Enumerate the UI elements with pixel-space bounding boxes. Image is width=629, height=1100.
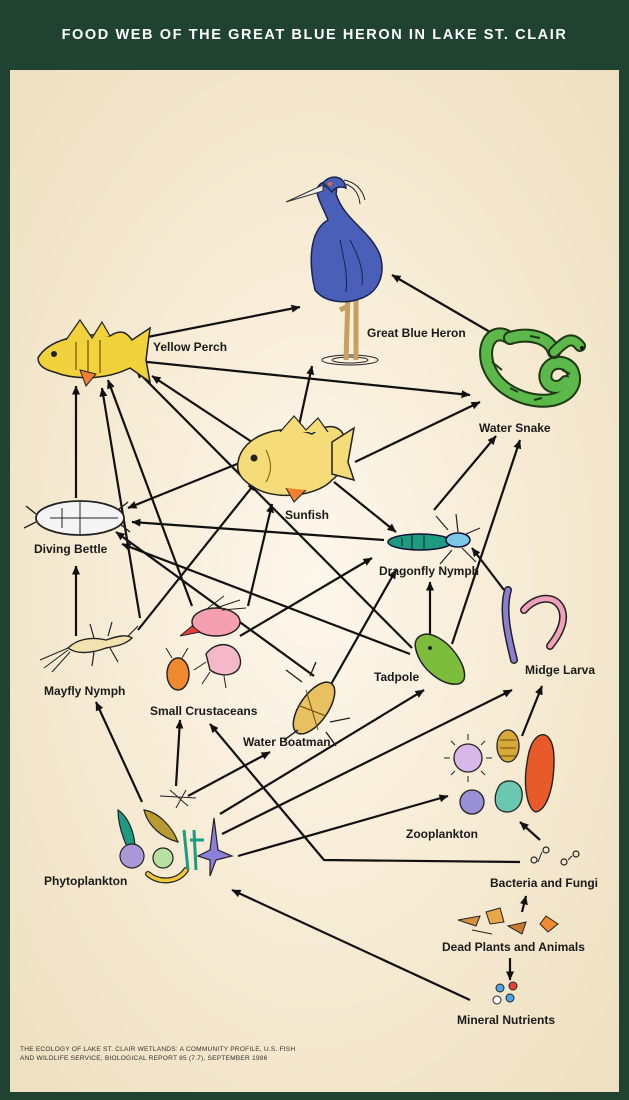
label-zooplankton: Zooplankton bbox=[406, 827, 478, 841]
arrow-sunfish-to-snake bbox=[355, 402, 480, 462]
arrow-dead-to-bacteria bbox=[522, 896, 526, 912]
arrow-bacteria-to-zooplankton bbox=[520, 822, 540, 840]
dragonfly-nymph-illustration bbox=[388, 514, 480, 564]
arrow-sunfish-to-heron bbox=[298, 366, 312, 430]
mayfly-nymph-illustration bbox=[40, 622, 138, 672]
label-mayfly-nymph: Mayfly Nymph bbox=[44, 684, 125, 698]
label-small-crustaceans: Small Crustaceans bbox=[150, 704, 258, 718]
arrow-phytoplankton-to-zooplankton bbox=[238, 796, 448, 856]
yellow-perch-illustration bbox=[38, 320, 150, 386]
arrow-mayfly-to-perch bbox=[102, 388, 140, 618]
food-web-arrows bbox=[76, 275, 542, 1000]
label-bacteria-fungi: Bacteria and Fungi bbox=[490, 876, 598, 890]
arrow-phytoplankton-to-mayfly bbox=[96, 702, 142, 802]
label-dragonfly-nymph: Dragonfly Nymph bbox=[379, 564, 479, 578]
arrow-perch-to-snake bbox=[128, 360, 470, 395]
label-mineral-nutrients: Mineral Nutrients bbox=[457, 1013, 555, 1027]
label-great-blue-heron: Great Blue Heron bbox=[367, 326, 466, 340]
phytoplankton-illustration bbox=[118, 790, 232, 880]
dead-plants-animals-illustration bbox=[458, 908, 558, 934]
arrow-crustaceans-to-sunfish bbox=[248, 504, 272, 606]
label-tadpole: Tadpole bbox=[374, 670, 419, 684]
arrow-dragonfly-to-beetle bbox=[132, 522, 384, 540]
label-phytoplankton: Phytoplankton bbox=[44, 874, 127, 888]
arrow-snake-to-heron bbox=[392, 275, 490, 332]
arrow-sunfish-to-beetle bbox=[128, 462, 242, 508]
label-diving-beetle: Diving Bettle bbox=[34, 542, 108, 556]
food-web-diagram: Great Blue Heron Yellow Perch Water Snak… bbox=[10, 70, 619, 1092]
label-dead-plants-animals: Dead Plants and Animals bbox=[442, 940, 585, 954]
arrow-tadpole-to-perch bbox=[136, 370, 412, 648]
source-credit: THE ECOLOGY OF LAKE ST. CLAIR WETLANDS: … bbox=[20, 1045, 440, 1063]
diagram-panel: Great Blue Heron Yellow Perch Water Snak… bbox=[10, 70, 619, 1092]
water-snake-illustration bbox=[486, 334, 584, 400]
arrow-sunfish-to-perch bbox=[152, 376, 252, 442]
diving-beetle-illustration bbox=[24, 501, 130, 535]
arrow-minerals-to-phytoplankton bbox=[232, 890, 470, 1000]
header-bar: FOOD WEB OF THE GREAT BLUE HERON IN LAKE… bbox=[0, 0, 629, 70]
label-water-boatman: Water Boatman bbox=[243, 735, 331, 749]
water-boatman-illustration bbox=[284, 662, 350, 746]
arrow-sunfish-to-dragonfly bbox=[334, 482, 396, 532]
midge-larva-illustration bbox=[506, 590, 564, 660]
zooplankton-illustration bbox=[444, 730, 554, 814]
label-water-snake: Water Snake bbox=[479, 421, 551, 435]
arrow-zooplankton-to-midge bbox=[522, 686, 542, 736]
tadpole-illustration bbox=[415, 634, 464, 684]
label-yellow-perch: Yellow Perch bbox=[153, 340, 227, 354]
credit-line-1: THE ECOLOGY OF LAKE ST. CLAIR WETLANDS: … bbox=[20, 1045, 440, 1054]
label-midge-larva: Midge Larva bbox=[525, 663, 595, 677]
arrow-phytoplankton-to-crustaceans bbox=[176, 720, 180, 786]
small-crustaceans-illustration bbox=[166, 596, 246, 690]
arrow-dragonfly-to-snake bbox=[434, 436, 496, 510]
credit-line-2: AND WILDLIFE SERVICE, BIOLOGICAL REPORT … bbox=[20, 1054, 440, 1063]
bacteria-fungi-illustration bbox=[531, 847, 579, 865]
poster-title: FOOD WEB OF THE GREAT BLUE HERON IN LAKE… bbox=[62, 27, 568, 43]
mineral-nutrients-illustration bbox=[493, 982, 517, 1004]
label-sunfish: Sunfish bbox=[285, 508, 329, 522]
arrow-phytoplankton-to-boatman bbox=[188, 752, 270, 796]
